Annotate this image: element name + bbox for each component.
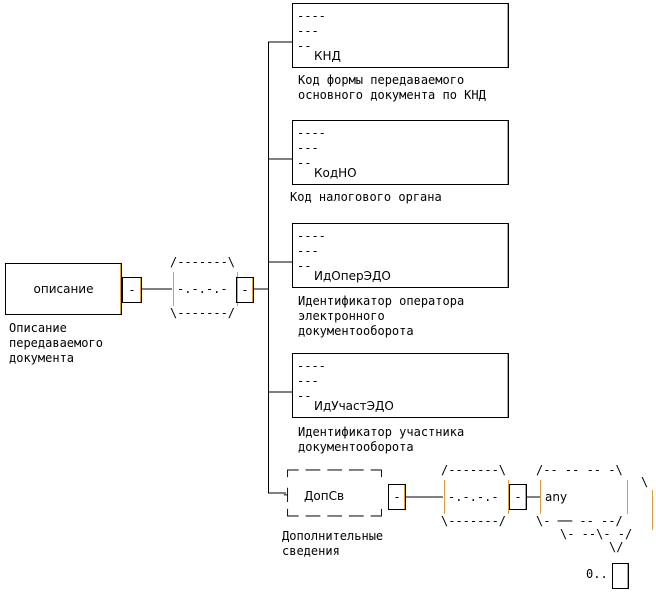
element-iduchastedo[interactable]: ---- --- -- ИдУчастЭДО (292, 353, 509, 418)
any-stack-tail: \/ (609, 540, 624, 554)
any-box-bottom: \- ── -- --/ (536, 514, 623, 528)
any-stack-bottom: \- --\- -/ (560, 527, 633, 541)
sequence-compositor[interactable]: -.-.-.- (177, 282, 228, 296)
root-element-name: описание (33, 282, 94, 296)
sequence2-compositor[interactable]: -.-.-.- (448, 490, 499, 504)
root-element-box[interactable]: описание (5, 263, 122, 315)
sequence-top: /-------\ (170, 255, 236, 269)
any-occurrence: 0.. (586, 567, 608, 581)
element-description: Код формы передаваемого основного докуме… (298, 73, 486, 102)
optional-collapse-button[interactable]: - (388, 484, 406, 510)
element-idoperedo[interactable]: ---- --- -- ИдОперЭДО (292, 223, 509, 288)
element-name: КодНО (314, 166, 357, 180)
sequence-collapse-button[interactable]: - (236, 277, 254, 303)
optional-box-left: ┤ (284, 488, 292, 502)
any-box-top: /-- -- -- -\ (536, 463, 623, 477)
root-element-description: Описание передаваемого документа (9, 321, 103, 365)
optional-element-name[interactable]: ДопСв (304, 489, 345, 503)
occurrence-box (612, 563, 629, 589)
element-name: ИдУчастЭДО (314, 399, 394, 413)
element-dashes: ---- --- -- (297, 229, 326, 273)
element-dashes: ---- --- -- (297, 9, 326, 53)
element-dashes: ---- --- -- (297, 126, 326, 170)
optional-box-top: ┌─ ── ── ── ─┐ (284, 463, 386, 477)
optional-box-bottom: └─ ── ── ── ─┘ (284, 509, 386, 523)
sequence2-collapse-button[interactable]: - (509, 484, 527, 510)
element-description: Идентификатор участника документооборота (298, 425, 465, 454)
element-dashes: ---- --- -- (297, 359, 326, 403)
sequence-bottom: \-------/ (170, 306, 236, 320)
element-description: Код налогового органа (290, 190, 442, 204)
any-stack-corner: \ (641, 475, 649, 489)
any-element[interactable]: any (545, 490, 568, 504)
element-name: КНД (314, 49, 341, 63)
element-kodno[interactable]: ---- --- -- КодНО (292, 120, 509, 185)
collapse-button[interactable]: - (122, 277, 142, 303)
element-name: ИдОперЭДО (314, 269, 391, 283)
optional-element-description: Дополнительные сведения (282, 529, 384, 558)
sequence2-top: /-------\ (441, 463, 507, 477)
element-knd[interactable]: ---- --- -- КНД (292, 3, 509, 68)
sequence2-bottom: \-------/ (441, 514, 507, 528)
element-description: Идентификатор оператора электронного док… (298, 294, 465, 338)
